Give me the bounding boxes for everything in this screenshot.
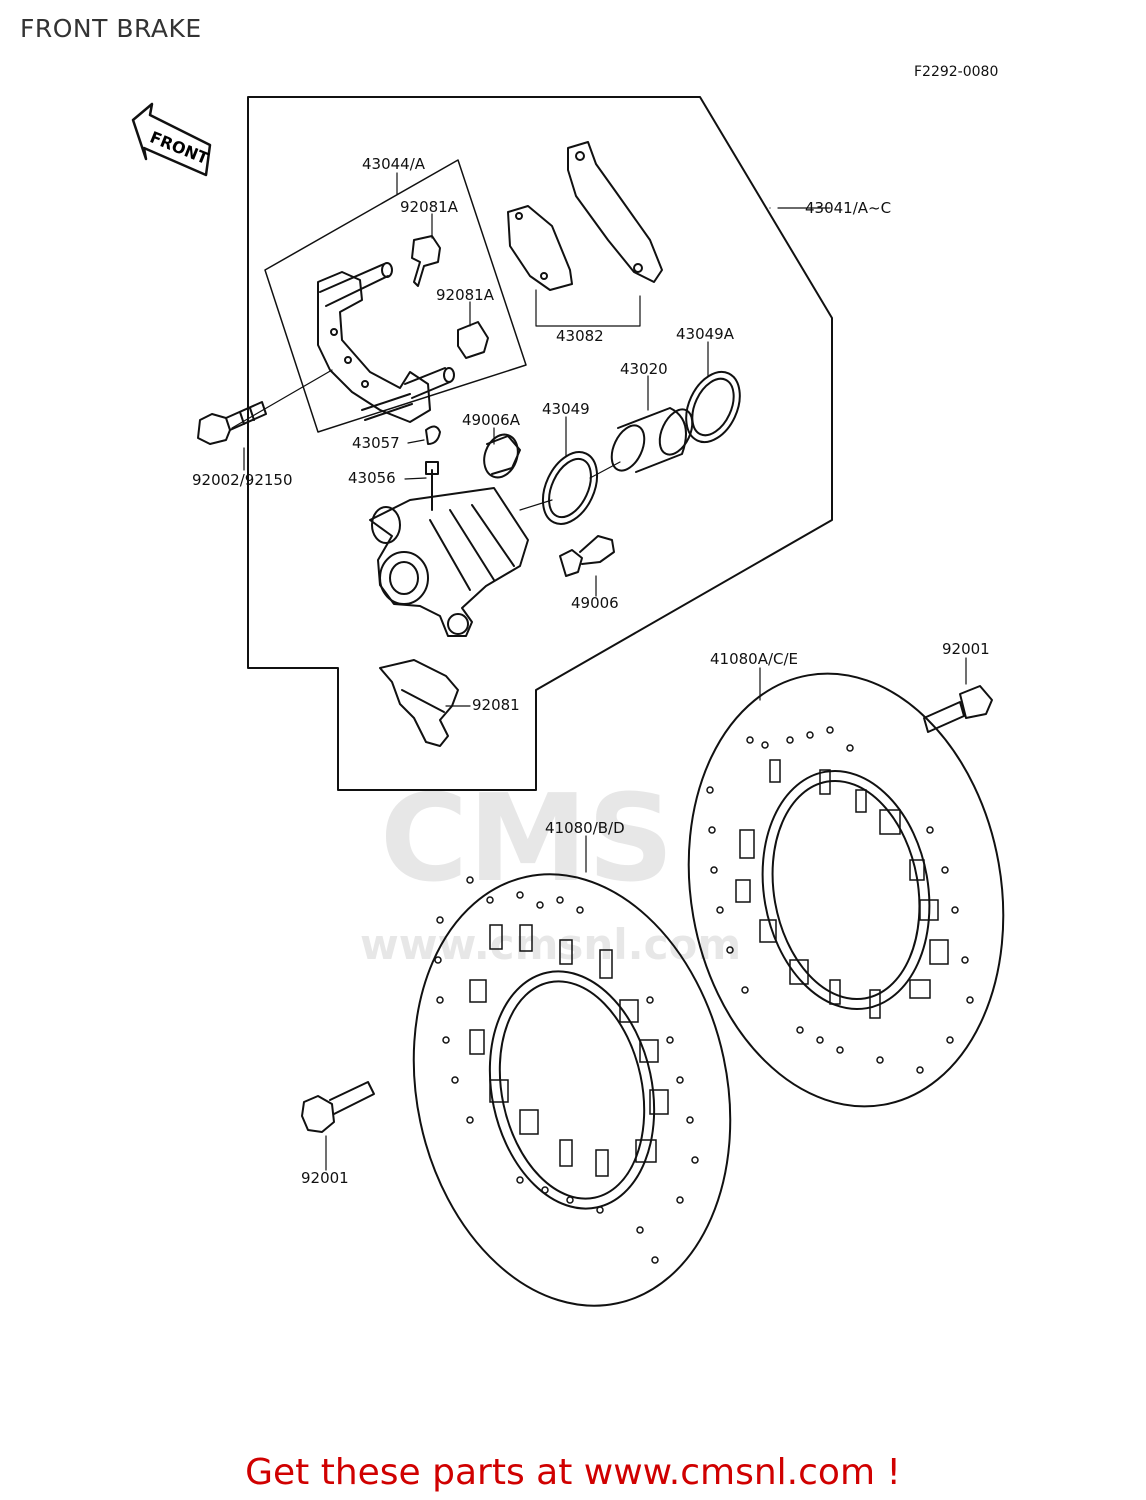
pad-retaining-spring-icon — [379, 659, 459, 747]
caliper-body-icon — [369, 487, 529, 637]
get-parts-link[interactable]: Get these parts at www.cmsnl.com ! — [245, 1452, 901, 1493]
part-label-43020: 43020 — [620, 360, 668, 378]
disc-bolt-icon-top — [923, 685, 993, 733]
part-label-43057: 43057 — [352, 434, 400, 452]
boot-icon — [483, 433, 521, 479]
part-label-43082: 43082 — [556, 327, 604, 345]
caliper-bracket-icon — [317, 262, 455, 423]
watermark-logo: CMS — [380, 770, 674, 909]
disc-bolt-icon-bottom — [301, 1081, 375, 1133]
watermark-url: www.cmsnl.com — [360, 920, 742, 969]
front-arrow-icon — [131, 102, 212, 177]
disc-holes-left — [434, 876, 699, 1264]
bleed-valve-icon — [425, 461, 439, 511]
front-arrow-label: FRONT — [147, 127, 211, 168]
part-label-43056: 43056 — [348, 469, 396, 487]
part-label-92002-92150: 92002/92150 — [192, 471, 293, 489]
part-label-43041: 43041/A~C — [805, 199, 892, 217]
part-label-41080bd: 41080/B/D — [545, 819, 625, 837]
caliper-bolt-icon — [197, 401, 267, 445]
part-label-43044a: 43044/A — [362, 155, 426, 173]
dust-seal-icon — [685, 370, 741, 444]
piston-icon — [610, 407, 694, 473]
diagram-code: F2292-0080 — [914, 64, 999, 80]
brake-pad-icon — [507, 205, 573, 291]
part-label-92081: 92081 — [472, 696, 520, 714]
bleed-cap-icon — [425, 425, 441, 445]
disc-holes-right — [706, 726, 974, 1074]
slide-pin-bolt-icon — [559, 535, 615, 577]
bracket-outline — [264, 159, 527, 433]
part-label-92081a-upper: 92081A — [400, 198, 458, 216]
piston-seal-icon — [541, 451, 599, 525]
brake-disc-icon-right — [687, 672, 1005, 1108]
part-label-41080ace: 41080A/C/E — [710, 650, 799, 668]
part-label-49006: 49006 — [571, 594, 619, 612]
leader-lines — [231, 172, 967, 1171]
assembly-outline — [247, 96, 833, 791]
brake-disc-icon-left — [412, 873, 732, 1307]
part-label-92001-bottom: 92001 — [301, 1169, 349, 1187]
part-label-49006a: 49006A — [462, 411, 520, 429]
pad-spring-clip-icon-2 — [457, 321, 489, 359]
part-label-43049a: 43049A — [676, 325, 734, 343]
part-label-43049: 43049 — [542, 400, 590, 418]
part-label-92081a-lower: 92081A — [436, 286, 494, 304]
part-label-92001-top: 92001 — [942, 640, 990, 658]
pad-spring-clip-icon — [411, 235, 441, 287]
brake-pad-icon-2 — [567, 141, 663, 283]
page-title: FRONT BRAKE — [20, 14, 202, 43]
